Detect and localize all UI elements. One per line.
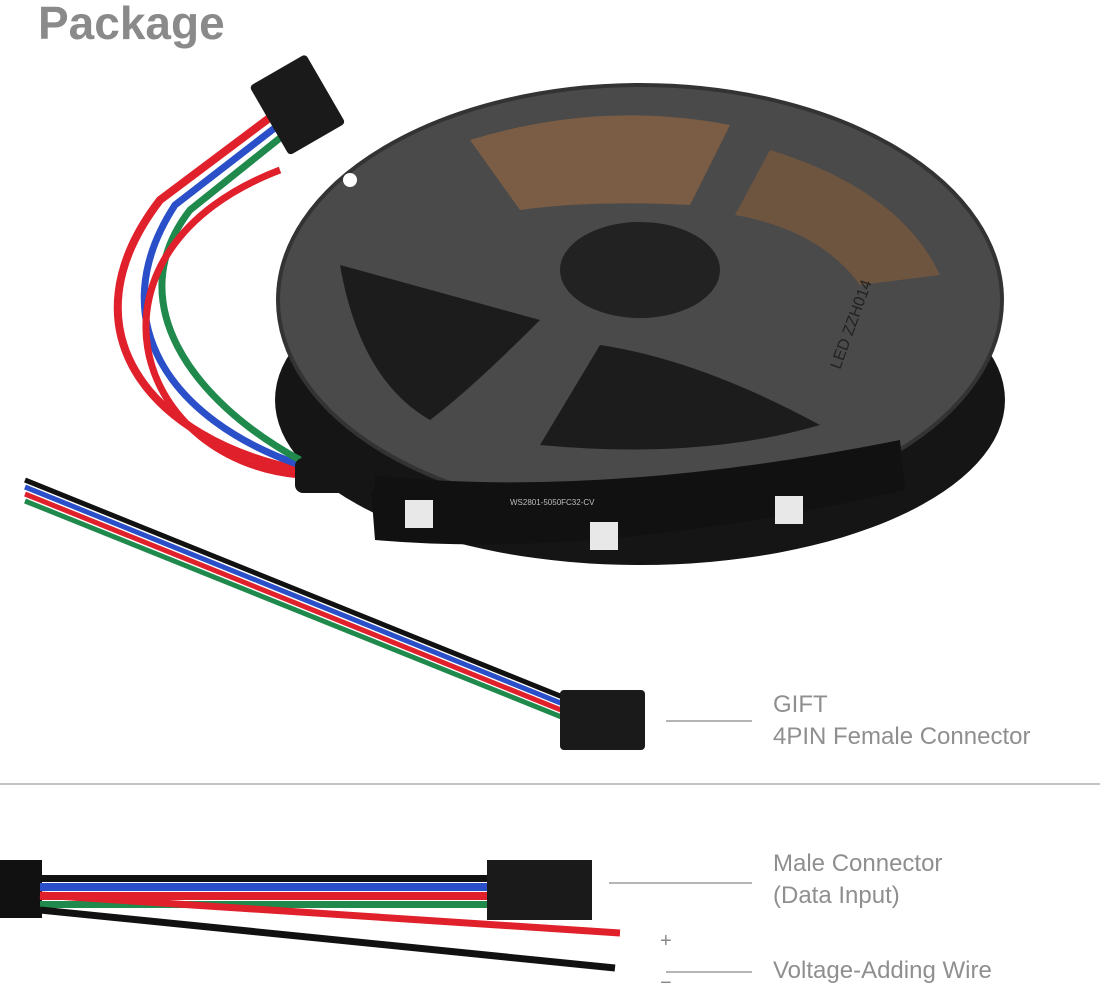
reel-cutout	[470, 115, 730, 210]
gift-line2: 4PIN Female Connector	[773, 723, 1031, 750]
divider	[0, 783, 1100, 785]
leader-line	[666, 720, 752, 722]
gift-line1: GIFT	[773, 691, 828, 718]
male-connector-label: Male Connector (Data Input)	[773, 848, 942, 912]
minus-sign: −	[660, 972, 672, 991]
female-connector-graphic	[560, 690, 645, 750]
leader-line	[609, 882, 752, 884]
reel-cutout	[540, 345, 820, 450]
male-connector-graphic	[487, 860, 592, 920]
reel-cutout	[340, 265, 540, 420]
male-line1: Male Connector	[773, 850, 943, 877]
reel-cutout	[735, 150, 940, 285]
strip-connector	[250, 55, 345, 155]
page-title: Package	[38, 0, 225, 49]
gift-label: GIFT 4PIN Female Connector	[773, 689, 1030, 753]
reel-hub	[560, 222, 720, 318]
plus-sign: +	[660, 930, 672, 952]
male-line2: (Data Input)	[773, 882, 900, 909]
voltage-wire-label: Voltage-Adding Wire	[773, 957, 992, 984]
leader-line	[666, 971, 752, 973]
strip-print: WS2801-5050FC32-CV	[510, 498, 595, 507]
